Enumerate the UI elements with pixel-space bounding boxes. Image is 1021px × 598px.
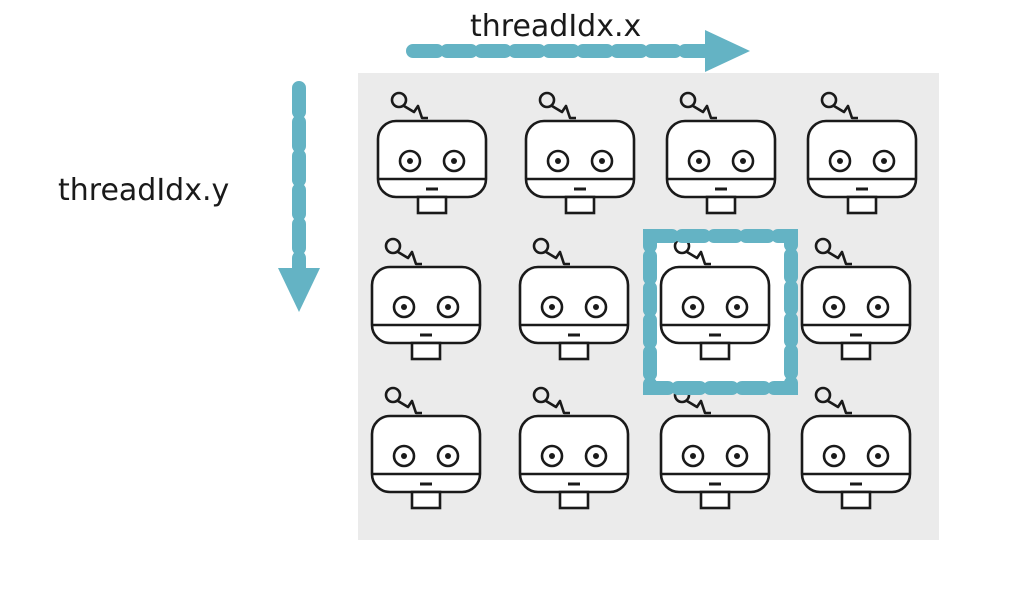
robot-thread-icon — [524, 91, 636, 215]
x-axis-label: threadIdx.x — [470, 9, 642, 44]
x-axis-arrow-icon — [406, 30, 750, 72]
y-axis-label: threadIdx.y — [58, 173, 230, 208]
robot-thread-icon — [806, 91, 918, 215]
robot-thread-icon — [370, 386, 482, 510]
robot-thread-icon — [659, 237, 771, 361]
robot-thread-icon — [518, 237, 630, 361]
robot-thread-icon — [800, 237, 912, 361]
robot-thread-icon — [800, 386, 912, 510]
y-axis-arrow-icon — [278, 81, 320, 312]
robot-thread-icon — [659, 386, 771, 510]
robot-thread-icon — [370, 237, 482, 361]
robot-thread-icon — [665, 91, 777, 215]
robot-thread-icon — [518, 386, 630, 510]
robot-thread-icon — [376, 91, 488, 215]
highlighted-thread-border — [643, 229, 798, 395]
thread-grid — [370, 91, 918, 510]
